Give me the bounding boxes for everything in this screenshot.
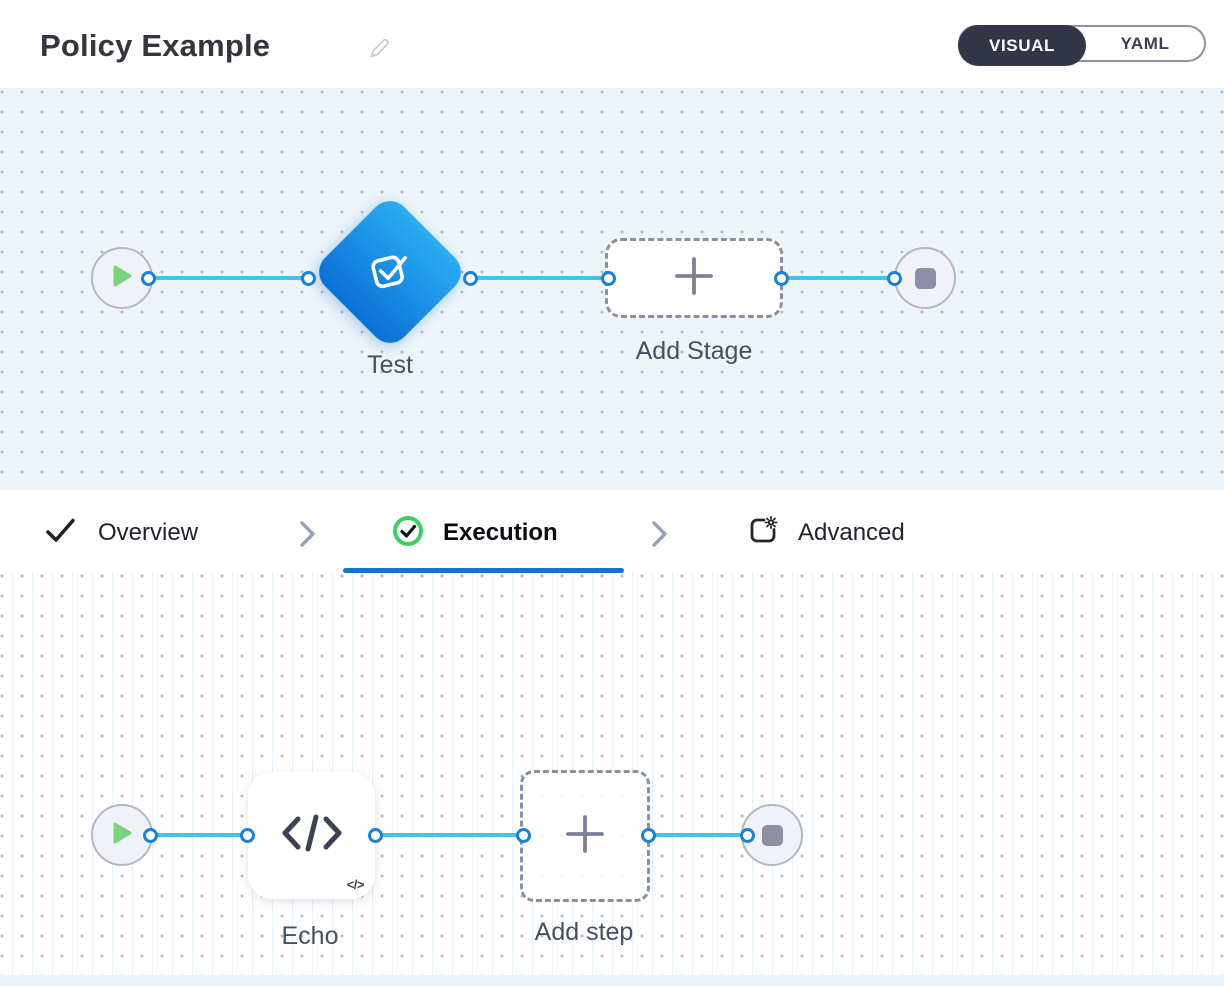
connector-port[interactable] <box>740 828 755 843</box>
canvas-bottom-strip <box>0 975 1224 986</box>
connector-port[interactable] <box>368 828 383 843</box>
tab-execution-label: Execution <box>443 519 558 546</box>
connector-line <box>648 833 747 837</box>
connector-port[interactable] <box>301 271 316 286</box>
connector-port[interactable] <box>774 271 789 286</box>
chevron-right-icon <box>648 518 670 555</box>
page-title: Policy Example <box>40 28 271 63</box>
edit-title-button[interactable] <box>364 34 396 66</box>
tab-advanced-label: Advanced <box>798 519 905 546</box>
connector-port[interactable] <box>641 828 656 843</box>
plus-icon <box>562 811 608 862</box>
connector-port[interactable] <box>887 271 902 286</box>
connector-line <box>150 833 247 837</box>
step-end-node <box>741 804 803 866</box>
connector-port[interactable] <box>463 271 478 286</box>
add-step-button[interactable] <box>520 770 650 902</box>
panel-gear-icon <box>747 515 779 552</box>
tab-overview[interactable]: Overview <box>44 514 198 552</box>
code-icon <box>279 812 345 859</box>
connector-port[interactable] <box>601 271 616 286</box>
add-step-label: Add step <box>534 918 634 946</box>
check-circle-icon <box>391 514 425 553</box>
view-toggle: VISUAL YAML <box>958 25 1206 66</box>
toggle-yaml-button[interactable]: YAML <box>1120 33 1170 53</box>
policy-check-icon <box>364 244 416 301</box>
play-icon <box>110 820 134 851</box>
plus-icon <box>671 253 717 304</box>
header: Policy Example VISUAL YAML <box>0 0 1224 88</box>
play-icon <box>110 263 134 294</box>
stage-canvas[interactable]: Test Add Stage <box>0 88 1224 490</box>
connector-port[interactable] <box>240 828 255 843</box>
connector-port[interactable] <box>143 828 158 843</box>
add-stage-label: Add Stage <box>635 337 753 365</box>
connector-line <box>781 276 894 280</box>
connector-line <box>148 276 308 280</box>
connector-line <box>375 833 523 837</box>
check-icon <box>44 516 78 551</box>
stop-icon <box>761 824 783 846</box>
pencil-icon <box>366 34 394 67</box>
toggle-visual-button[interactable]: VISUAL <box>958 25 1086 66</box>
step-label: Echo <box>281 922 339 950</box>
add-stage-button[interactable] <box>605 238 783 318</box>
tab-execution[interactable]: Execution <box>391 514 558 552</box>
tab-bar: Overview Execution <box>0 490 1224 573</box>
tab-overview-label: Overview <box>98 519 199 546</box>
active-tab-underline <box>343 568 624 573</box>
connector-line <box>470 276 608 280</box>
step-node-echo[interactable]: </> <box>248 772 375 899</box>
stage-node-test[interactable] <box>310 192 470 352</box>
step-canvas[interactable]: </> Echo Add step <box>0 572 1224 986</box>
code-badge: </> <box>346 877 365 892</box>
connector-port[interactable] <box>141 271 156 286</box>
stage-label: Test <box>367 351 413 379</box>
chevron-right-icon <box>296 518 318 555</box>
stop-icon <box>914 267 936 289</box>
connector-port[interactable] <box>516 828 531 843</box>
pipeline-end-node <box>894 247 956 309</box>
tab-advanced[interactable]: Advanced <box>747 514 905 552</box>
